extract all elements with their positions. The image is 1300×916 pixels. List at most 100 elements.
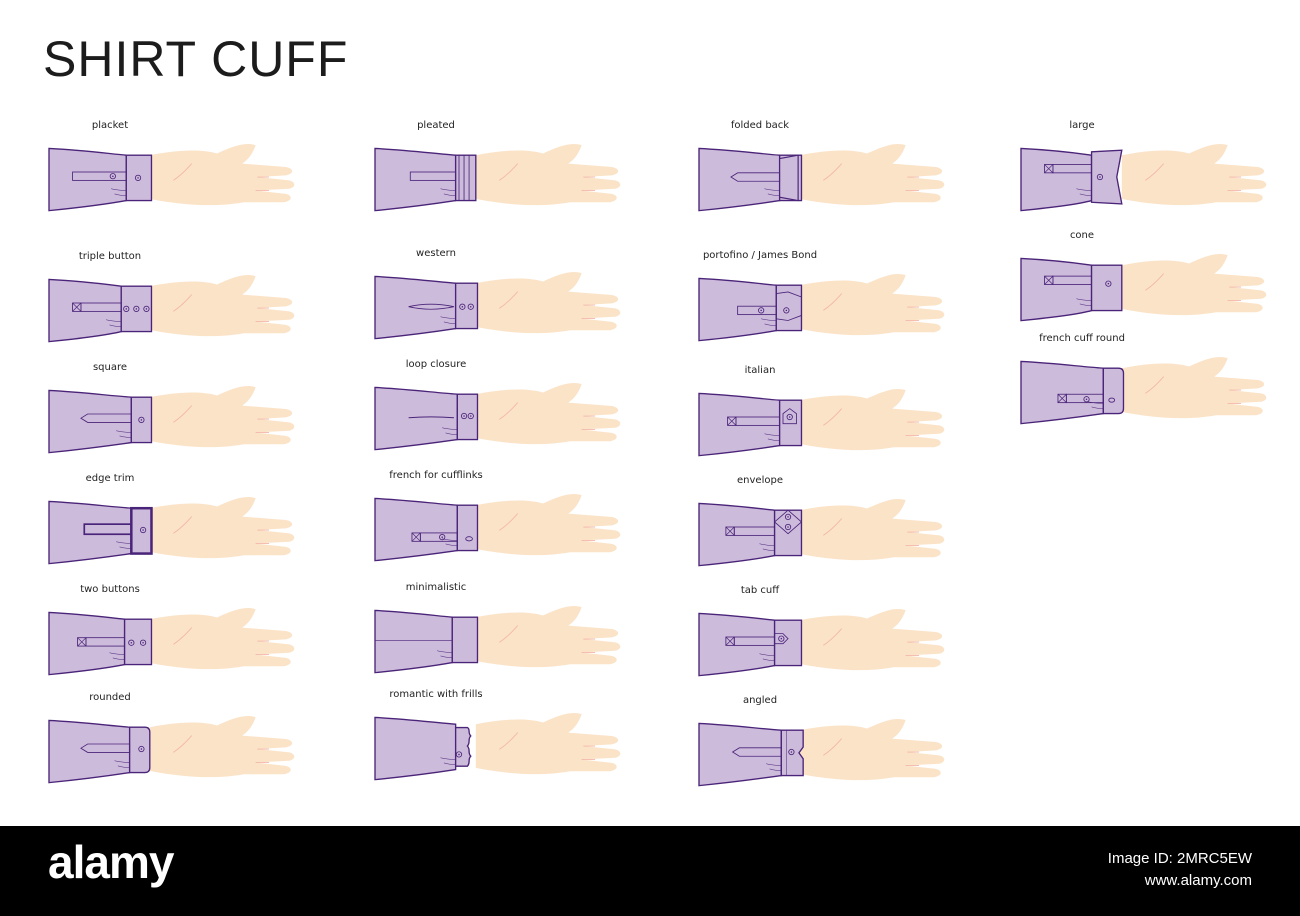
cuff-label: placket — [91, 120, 129, 131]
cuff-item-portofino: portofino / James Bond — [695, 250, 955, 350]
cuff — [123, 618, 153, 666]
cuff-label: pleated — [417, 120, 455, 131]
cuff-illustration-edge-trim — [48, 497, 295, 565]
sleeve — [48, 500, 132, 565]
cuff-illustration-portofino — [698, 274, 945, 342]
cuff-illustration-cone — [1020, 254, 1267, 322]
cuff-label: angled — [742, 695, 778, 706]
cuff-item-rounded: rounded — [45, 692, 305, 792]
image-id-block: Image ID: 2MRC5EW www.alamy.com — [1108, 848, 1252, 892]
sleeve — [1020, 360, 1104, 425]
image-id: Image ID: 2MRC5EW — [1107, 850, 1252, 867]
cuff-item-western: western — [371, 248, 631, 348]
cuff-label: square — [92, 362, 128, 373]
cuff-illustration-french-for-cufflinks — [374, 494, 621, 562]
sleeve — [48, 278, 122, 343]
cuff-label: cone — [1069, 230, 1095, 241]
sleeve — [48, 147, 127, 212]
hand — [475, 272, 621, 334]
cuff-label: french cuff round — [1039, 333, 1125, 344]
cuff — [1090, 264, 1123, 312]
cuff-label: large — [1069, 120, 1095, 131]
cuff — [456, 504, 479, 552]
cuff-label: folded back — [730, 120, 790, 131]
alamy-logo: alamy — [48, 836, 174, 888]
cuff-illustration-rounded — [48, 716, 295, 784]
cuff-item-large: large — [1017, 120, 1277, 220]
page-title: SHIRT CUFF — [43, 31, 349, 87]
cuff — [454, 726, 472, 767]
cuff-item-triple-button: triple button — [45, 251, 305, 351]
sleeve — [698, 147, 781, 212]
cuff-item-loop-closure: loop closure — [371, 359, 631, 459]
hand — [149, 497, 295, 559]
cuff-item-angled: angled — [695, 695, 955, 795]
hand — [149, 275, 295, 337]
cuff-label: loop closure — [405, 359, 467, 370]
cuff-illustration-minimalistic — [374, 606, 621, 674]
hand — [149, 716, 295, 778]
cuff-illustration-two-buttons — [48, 608, 295, 676]
hand — [799, 499, 945, 561]
sleeve — [698, 502, 776, 567]
sleeve — [1020, 257, 1093, 322]
cuff-label: two buttons — [80, 584, 140, 595]
sleeve — [48, 611, 126, 676]
cuff-label: french for cufflinks — [389, 470, 483, 481]
sleeve — [374, 147, 457, 212]
hand — [799, 144, 945, 206]
cuff-label: western — [416, 248, 456, 259]
cuff-item-square: square — [45, 362, 305, 462]
sleeve — [374, 497, 458, 562]
cuff — [128, 726, 151, 774]
hand — [799, 389, 945, 451]
cuff-illustration-envelope — [698, 499, 945, 567]
sleeve — [374, 716, 457, 781]
hand — [1121, 254, 1267, 316]
cuff-illustration-large — [1020, 144, 1267, 212]
hand — [799, 609, 945, 671]
cuff-label: rounded — [89, 692, 131, 703]
cuff-illustration-placket — [48, 144, 295, 212]
hand — [1121, 357, 1267, 419]
cuff-illustration-square — [48, 386, 295, 454]
cuff-illustration-french-cuff-round — [1020, 357, 1267, 425]
cuff-item-pleated: pleated — [371, 120, 631, 220]
cuff-label: tab cuff — [740, 585, 780, 596]
cuff-label: portofino / James Bond — [702, 250, 818, 261]
cuff — [1102, 367, 1125, 415]
cuff-item-envelope: envelope — [695, 475, 955, 575]
sleeve — [1020, 147, 1093, 212]
cuff — [456, 393, 479, 441]
sleeve — [374, 609, 453, 674]
hand — [149, 386, 295, 448]
hand — [475, 144, 621, 206]
cuff — [451, 616, 479, 664]
hand — [475, 494, 621, 556]
cuff-label: edge trim — [85, 473, 135, 484]
hand — [799, 274, 945, 336]
sleeve — [374, 275, 457, 340]
cuff-item-tab-cuff: tab cuff — [695, 585, 955, 685]
sleeve — [48, 719, 131, 784]
cuff — [130, 507, 153, 555]
cuff-label: romantic with frills — [389, 689, 483, 700]
sleeve — [698, 722, 782, 787]
cuff — [454, 282, 479, 330]
cuff — [780, 729, 804, 777]
sleeve — [698, 612, 776, 677]
cuff — [125, 154, 153, 202]
sleeve — [698, 392, 781, 457]
cuff-item-edge-trim: edge trim — [45, 473, 305, 573]
cuff-label: envelope — [737, 475, 783, 486]
cuff-item-placket: placket — [45, 120, 305, 220]
cuff-label: italian — [744, 365, 776, 376]
cuff-illustration-pleated — [374, 144, 621, 212]
cuff-illustration-romantic-with-frills — [374, 713, 621, 781]
hand — [475, 713, 621, 775]
cuff-label: triple button — [78, 251, 142, 262]
cuff-illustration-italian — [698, 389, 945, 457]
cuff — [1090, 149, 1123, 205]
site-url: www.alamy.com — [1144, 872, 1252, 889]
cuff-item-minimalistic: minimalistic — [371, 582, 631, 682]
